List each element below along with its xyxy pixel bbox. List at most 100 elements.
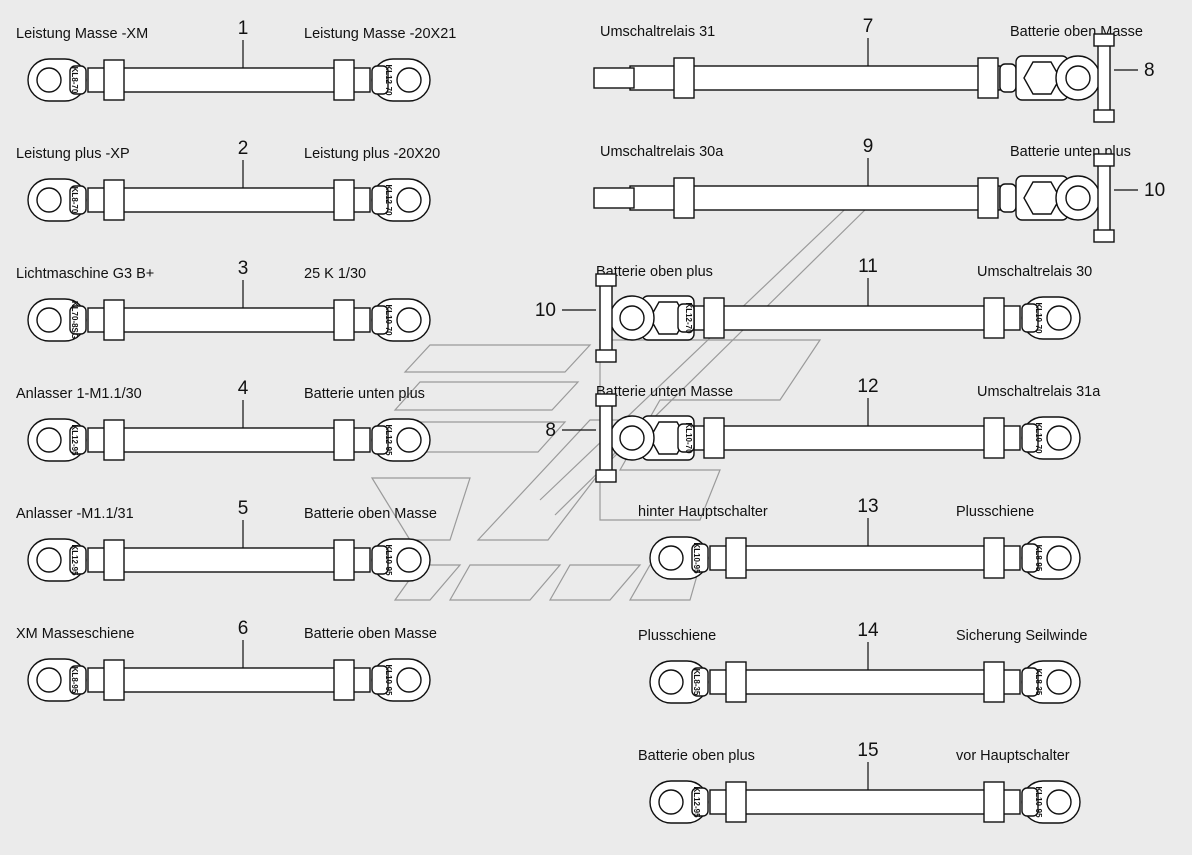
lug-tag: KL10-70 [1034, 302, 1043, 334]
left-sleeve [103, 299, 125, 341]
lug-tag: KL12-95 [70, 424, 79, 456]
cable-number: 14 [857, 620, 879, 641]
cable-left-label: Batterie oben plus [596, 264, 713, 280]
cable-right-label: Batterie unten plus [304, 386, 425, 402]
lug-tag: KL8-70 [70, 67, 79, 94]
callout-number: 8 [545, 420, 556, 441]
cable-number: 15 [857, 740, 878, 761]
cable-right-label: Leistung plus -20X20 [304, 146, 440, 162]
cable-number: 2 [238, 138, 249, 159]
right-sleeve [983, 537, 1005, 579]
right-sleeve [333, 659, 355, 701]
cable-right-label: 25 K 1/30 [304, 266, 366, 282]
left-sleeve [103, 419, 125, 461]
left-sleeve [103, 659, 125, 701]
right-sleeve [977, 177, 999, 219]
right-ring-lug: KL12-95 [371, 418, 431, 462]
cable-right-label: vor Hauptschalter [956, 748, 1070, 764]
cable-right-label: Sicherung Seilwinde [956, 628, 1087, 644]
lug-tag: KL8-95 [70, 667, 79, 694]
callout-number: 10 [535, 300, 556, 321]
left-ring-lug: KL12-95 [27, 538, 87, 582]
right-ring-lug: KL12-70 [371, 58, 431, 102]
left-sleeve [103, 59, 125, 101]
lug-tag: KL8-95 [1034, 545, 1043, 572]
cable-right-label: Umschaltrelais 31a [977, 384, 1101, 400]
right-ring-lug: KL10-95 [1021, 780, 1081, 824]
cable-number: 1 [238, 18, 249, 39]
right-ring-lug: KL10-95 [371, 658, 431, 702]
right-sleeve [333, 299, 355, 341]
cable-left-label: XM Masseschiene [16, 626, 134, 642]
cable-left-label: Plusschiene [638, 628, 716, 644]
left-sleeve [725, 537, 747, 579]
lug-tag: KL12-95 [70, 544, 79, 576]
cable-left-label: Batterie unten Masse [596, 384, 733, 400]
lug-tag: KL12-70 [384, 184, 393, 216]
lug-tag: KL8-70 [70, 187, 79, 214]
left-sleeve [103, 179, 125, 221]
right-sleeve [983, 781, 1005, 823]
lug-tag: KL10-70 [684, 422, 693, 454]
cable-left-label: Lichtmaschine G3 B+ [16, 266, 154, 282]
left-sleeve [673, 57, 695, 99]
lug-tag: KL10-95 [384, 664, 393, 696]
cable-left-label: Anlasser -M1.1/31 [16, 506, 134, 522]
callout-number: 8 [1144, 60, 1155, 81]
right-ring-lug: KL10-95 [371, 538, 431, 582]
right-sleeve [983, 417, 1005, 459]
cable-number: 11 [858, 256, 878, 277]
lug-tag: KL70-8SG [70, 301, 79, 339]
cable-number: 6 [238, 618, 249, 639]
left-ring-lug: KL8-70 [27, 58, 87, 102]
left-sleeve [103, 539, 125, 581]
cable-right-label: Plusschiene [956, 504, 1034, 520]
right-ring-lug: KL10-70 [1021, 416, 1081, 460]
lug-tag: KL10-70 [384, 304, 393, 336]
right-ring-lug: KL10-70 [1021, 296, 1081, 340]
lug-tag: KL12-70 [684, 302, 693, 334]
right-sleeve [983, 297, 1005, 339]
left-ring-lug: KL70-8SG [27, 298, 87, 342]
lug-tag: KL12-95 [384, 424, 393, 456]
right-ring-lug: KL12-70 [371, 178, 431, 222]
cable-number: 3 [238, 258, 249, 279]
right-sleeve [333, 179, 355, 221]
cable-15: Batterie oben plus vor Hauptschalter 15KL1… [638, 740, 1081, 824]
left-ring-lug: KL12-95 [649, 780, 709, 824]
left-sleeve [703, 297, 725, 339]
lug-tag: KL10-95 [692, 542, 701, 574]
battery-clamp [1015, 153, 1115, 243]
left-sleeve [673, 177, 695, 219]
left-sleeve [725, 661, 747, 703]
left-ring-lug: KL10-95 [649, 536, 709, 580]
lug-tag: KL12-95 [692, 786, 701, 818]
right-sleeve [333, 539, 355, 581]
right-ring-lug: KL10-70 [371, 298, 431, 342]
left-ring-lug: KL8-70 [27, 178, 87, 222]
cable-left-label: Leistung Masse -XM [16, 26, 148, 42]
right-sleeve [983, 661, 1005, 703]
left-sleeve [703, 417, 725, 459]
cable-right-label: Batterie oben Masse [1010, 24, 1143, 40]
cable-number: 9 [863, 136, 874, 157]
cable-number: 13 [857, 496, 878, 517]
lug-tag: KL10-95 [384, 544, 393, 576]
right-sleeve [977, 57, 999, 99]
cable-number: 7 [863, 16, 874, 37]
callout-number: 10 [1144, 180, 1165, 201]
left-ring-lug: KL8-95 [27, 658, 87, 702]
cable-11: Batterie oben plus Umschaltrelais 30 11KL1… [535, 256, 1092, 363]
lug-tag: KL8-35 [1034, 669, 1043, 696]
cable-left-label: Batterie oben plus [638, 748, 755, 764]
cable-right-label: Umschaltrelais 30 [977, 264, 1092, 280]
